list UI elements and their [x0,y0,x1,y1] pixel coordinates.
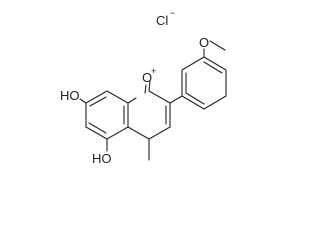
chemical-structure: Cl − [60,8,227,166]
ring-oxygen-label: O [142,70,152,85]
hydroxyl-top-label: HO [60,88,80,103]
chloride-charge: − [170,8,175,18]
bond-lines [79,40,227,161]
hydroxyl-bottom-label: HO [92,151,112,166]
chloride-label: Cl [156,13,168,28]
methoxy-oxygen-label: O [199,35,209,50]
ring-oxygen-charge: + [151,66,156,76]
